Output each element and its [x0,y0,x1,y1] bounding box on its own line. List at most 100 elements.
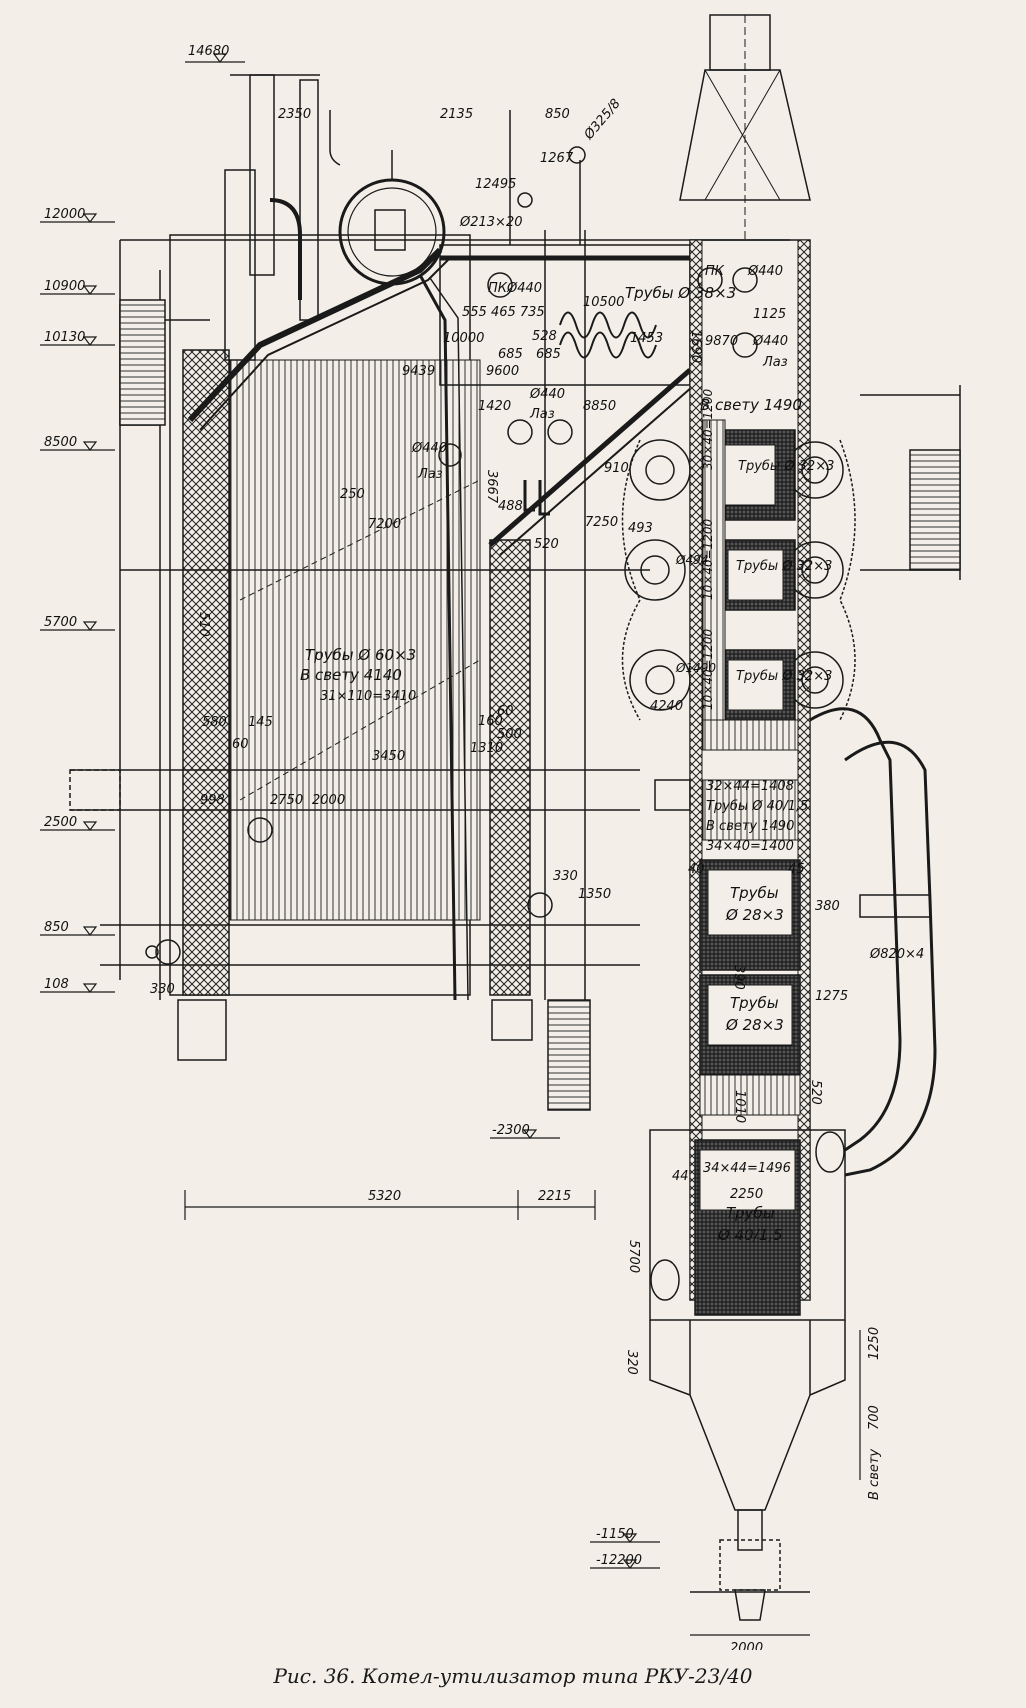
dim-pipe-213: Ø213×20 [459,215,522,230]
label-svetu-1490a: В свету 1490 [700,396,802,414]
dim-390: 390 [731,965,746,990]
elevation-marks [40,53,861,1636]
dim-580: 580 [202,715,227,730]
level-14680: 14680 [188,44,229,59]
level-minus-12200: -12200 [596,1553,642,1568]
dim-5700: 5700 [626,1240,641,1273]
dim-9439: 9439 [402,364,435,379]
dim-2000a: 2000 [312,793,345,808]
dim-44: 44 [672,1169,689,1184]
furnace-diagonal-screen [488,368,692,547]
dim-5320: 5320 [368,1189,401,1204]
dim-60: 60 [232,737,249,752]
dim-laz-right: Лаз [762,355,788,370]
dim-10500: 10500 [583,295,624,310]
dim-40: 40 [688,862,705,877]
dim-910: 910 [604,461,629,476]
gas-duct [809,707,902,1152]
label-bank4-b: Трубы Ø 40/1,5 [706,799,808,814]
dim-820: Ø820×4 [869,947,924,962]
level-5700: 5700 [44,615,77,630]
label-bank1-b: Трубы Ø 32×3 [738,459,834,474]
label-bank5-c: Ø 28×3 [725,906,784,924]
figure-caption: Рис. 36. Котел-утилизатор типа РКУ-23/40 [273,1664,753,1688]
dim-v-svetu: В свету [867,1449,882,1500]
level-108: 108 [44,977,69,992]
dim-10000: 10000 [443,331,484,346]
dim-850: 850 [545,107,570,122]
dim-510: 510 [196,612,211,637]
dim-250: 250 [340,487,365,502]
dim-440-right-b: Ø440 [752,334,788,349]
superheater-manhole-1 [487,272,513,298]
dim-330b: 330 [150,982,175,997]
dim-7250: 7250 [585,515,618,530]
dim-1250: 1250 [867,1327,882,1360]
label-bank5-b: Трубы [730,884,779,902]
dim-1350: 1350 [578,887,611,902]
dim-1010: 1010 [732,1090,747,1123]
label-bank7-b: Трубы [726,1204,775,1222]
dim-9870: 9870 [705,334,738,349]
dim-3667: 3667 [484,470,499,504]
dim-2000b: 2000 [730,1641,763,1650]
dim-pk-right: ПК [705,264,725,279]
label-bank3-b: 10×40=1200 [701,628,715,710]
dim-3410: 31×110=3410 [320,689,416,704]
dim-700: 700 [867,1405,882,1430]
level-850: 850 [44,920,69,935]
dim-1690: 1690 [688,330,703,363]
riser-pipe [224,169,256,361]
dim-9600: 9600 [486,364,519,379]
dim-8850: 8850 [583,399,616,414]
economiser-casing [649,1129,846,1321]
dim-555: 555 465 735 [462,305,545,320]
dim-45: 45 [788,862,805,877]
foundation-mid [491,999,533,1041]
dim-2750: 2750 [270,793,303,808]
boiler-drum [338,178,446,286]
dim-60b: 60 [497,704,514,719]
dim-laz-left: Лаз [417,467,443,482]
dim-7200: 7200 [368,517,401,532]
label-bank7-c: Ø 40/1,5 [717,1226,783,1244]
dim-1125: 1125 [753,307,786,322]
label-pipes-60: Трубы Ø 60×3 [305,646,416,664]
dim-500: 500 [497,727,522,742]
dim-330a: 330 [553,869,578,884]
dim-3450: 3450 [372,749,405,764]
foundation-left [177,999,227,1061]
label-bank5-a: 34×40=1400 [706,839,794,854]
right-stair [909,449,961,571]
furnace-manhole [438,443,462,467]
level-minus-1150: -1150 [596,1527,634,1542]
dim-440-d: Ø440 [411,441,447,456]
lower-stair [547,999,591,1111]
dim-12495: 12495 [475,177,516,192]
label-bank1-a: 30×40=1200 [701,388,715,470]
ash-hopper [689,1320,811,1511]
dim-2250: 2250 [730,1187,763,1202]
label-bank7-a: 34×44=1496 [703,1161,791,1176]
label-bank6-b: Ø 28×3 [725,1016,784,1034]
level-10130: 10130 [44,330,85,345]
level-10900: 10900 [44,279,85,294]
dim-160: 160 [478,714,503,729]
bank-4 [702,779,799,841]
dim-pipe-325: Ø325/8 [581,96,624,143]
label-bank4-a: 32×44=1408 [706,779,794,794]
furnace-roof-tube [187,247,443,423]
dim-1310: 1310 [470,741,503,756]
label-bank6-a: Трубы [730,994,779,1012]
dim-1275: 1275 [815,989,848,1004]
dim-1420: 1420 [478,399,511,414]
level-8500: 8500 [44,435,77,450]
level-2500: 2500 [44,815,77,830]
level-12000: 12000 [44,207,85,222]
furnace-wall-left [182,349,230,996]
dim-695: 685 [536,347,561,362]
dim-440-c: Ø440 [529,387,565,402]
label-svetu-1490b: В свету 1490 [706,819,794,834]
label-bank3-c: Трубы Ø 32×3 [736,669,832,684]
boiler-drawing: 14680 12000 10900 10130 8500 5700 2500 8… [40,14,961,1650]
